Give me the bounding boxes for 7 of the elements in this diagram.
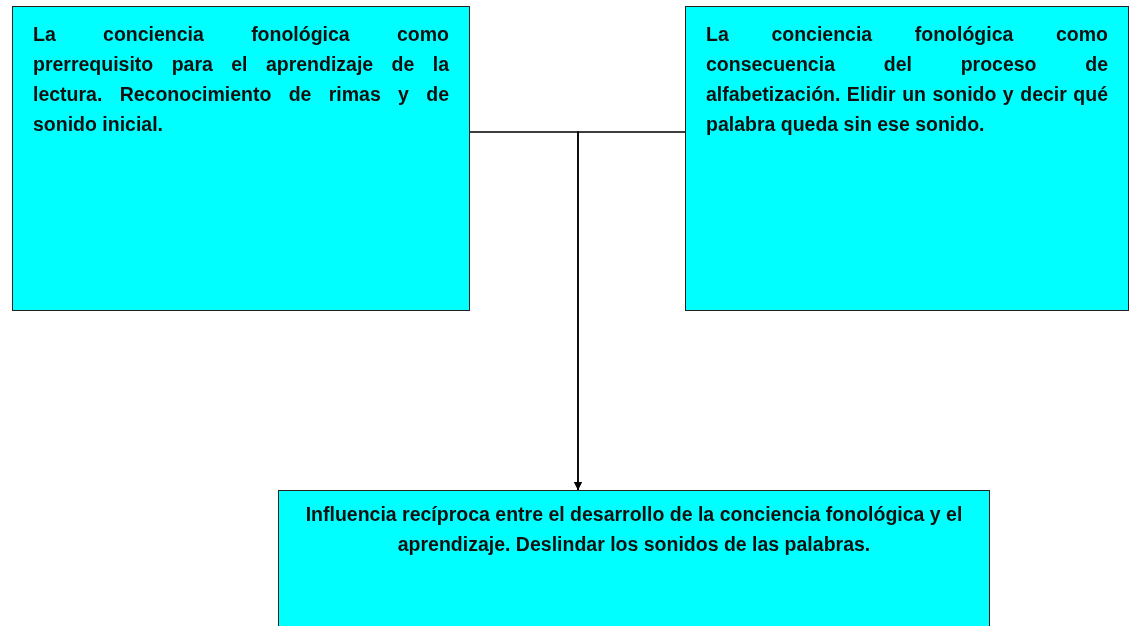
box-text: Influencia recíproca entre el desarrollo de la conciencia fonológica y el aprendizaje. Deslindar los sonidos de las palabras. [304, 502, 964, 557]
concept-box [685, 6, 1129, 311]
concept-box [278, 490, 990, 626]
box-text: La conciencia fonológica como prerrequisito para el aprendizaje de la lectura. Reconocimiento de rimas y de sonido inicial. [33, 22, 449, 137]
connector-arrow [574, 131, 686, 491]
concept-box [12, 6, 470, 311]
box-text: La conciencia fonológica como consecuencia del proceso de alfabetización. Elidir un sonido y decir qué palabra queda sin ese sonido. [706, 22, 1108, 137]
